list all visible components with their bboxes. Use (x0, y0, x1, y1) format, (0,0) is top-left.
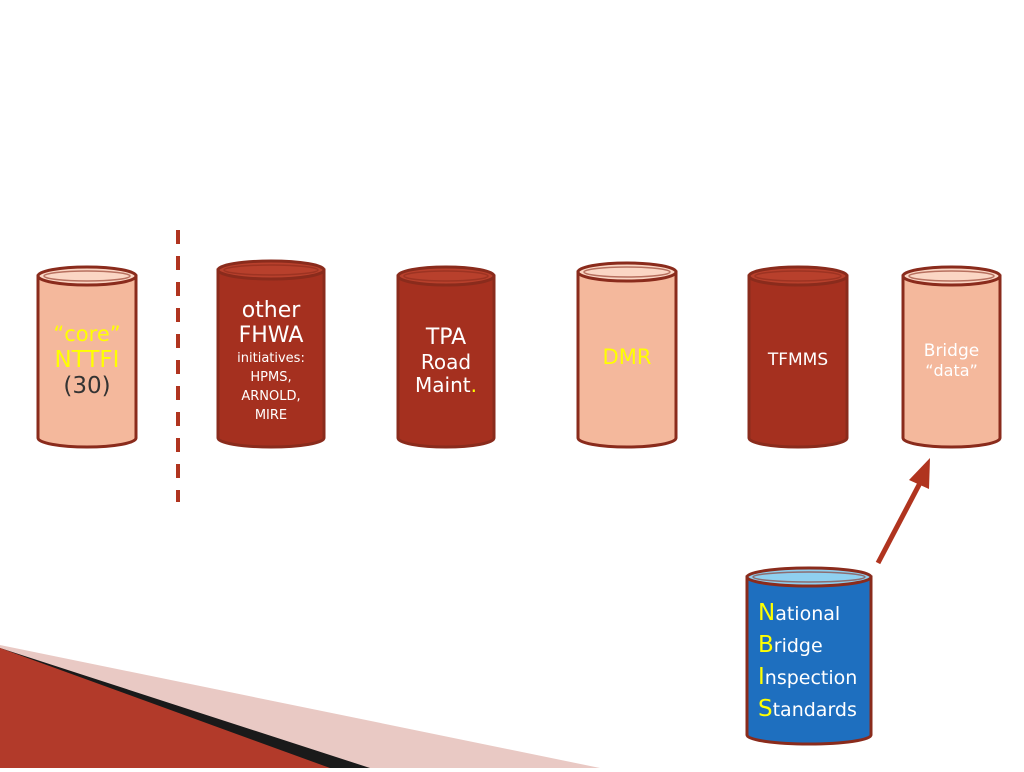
cylinder-label-line: FHWA (218, 323, 324, 348)
label-text: “core” (53, 322, 121, 347)
nbis-line: Inspection (758, 662, 868, 694)
cylinder-label-line: DMR (578, 345, 676, 369)
nbis-label: National Bridge Inspection Standards (758, 598, 868, 726)
nbis-line: Bridge (758, 630, 868, 662)
nbis-cap: I (758, 664, 765, 690)
nbis-rest: ridge (773, 635, 823, 657)
cylinder-label-core: “core”NTTFI(30) (38, 322, 136, 399)
nbis-line: Standards (758, 694, 868, 726)
label-text: Bridge (923, 341, 980, 362)
nbis-rest: nspection (764, 667, 858, 689)
cylinder-other-fhwa (216, 259, 326, 449)
cylinder-label-line: TFMMS (749, 350, 847, 371)
label-text: MIRE (254, 408, 288, 424)
cylinder-dmr-body (576, 270, 678, 449)
label-text: TFMMS (767, 350, 829, 371)
cylinder-bridge-top-rim (908, 270, 995, 282)
cylinder-nbis-top-rim (752, 571, 866, 583)
cylinder-core-top-rim (43, 270, 131, 282)
cylinder-nbis-top (745, 566, 873, 588)
cylinder-bridge-top (901, 265, 1002, 287)
label-suffix: . (470, 372, 477, 397)
corner-swoosh-black (0, 648, 370, 768)
label-text: (30) (63, 373, 111, 400)
cylinder-label-bridge: Bridge“data” (903, 341, 1000, 380)
cylinder-layer (36, 259, 1002, 746)
nbis-cap: N (758, 600, 776, 626)
label-text: other (241, 297, 301, 323)
cylinder-core (36, 265, 138, 449)
cylinder-label-line: NTTFI (38, 347, 136, 373)
cylinder-label-line: ARNOLD, (218, 386, 324, 405)
cylinder-tpa-top-rim (403, 270, 489, 282)
corner-swoosh-red (0, 648, 330, 768)
cylinder-nbis-body (745, 575, 873, 746)
label-text: initiatives: (237, 351, 305, 367)
cylinder-core-top (36, 265, 138, 287)
label-text: FHWA (238, 323, 304, 349)
cylinder-dmr-top (576, 261, 678, 283)
cylinder-label-line: initiatives: (218, 348, 324, 367)
cylinder-label-line: “data” (903, 360, 1000, 380)
label-text: NTTFI (54, 346, 120, 373)
cylinder-tfmms-top (747, 265, 849, 287)
cylinder-bridge-body (901, 274, 1002, 449)
label-text: Road (420, 349, 472, 374)
cylinder-label-line: Maint. (398, 372, 494, 397)
cylinder-other-fhwa-top-rim (223, 264, 319, 276)
cylinder-label-dmr: DMR (578, 345, 676, 369)
cylinder-label-line: Road (398, 349, 494, 374)
cylinder-dmr-top-rim (583, 266, 671, 278)
nbis-rest: tandards (772, 699, 857, 721)
cylinder-label-line: HPMS, (218, 367, 324, 386)
cylinder-tfmms-top-rim (754, 270, 842, 282)
cylinder-label-line: other (218, 298, 324, 323)
label-text: HPMS, (250, 370, 292, 386)
cylinder-label-line: Bridge (903, 341, 1000, 362)
cylinder-label-line: “core” (38, 322, 136, 346)
cylinder-bridge (901, 265, 1002, 449)
label-text: Maint (415, 372, 471, 397)
label-text: “data” (925, 360, 978, 380)
cylinder-core-body (36, 274, 138, 449)
cylinder-other-fhwa-top (216, 259, 326, 281)
cylinder-other-fhwa-body (216, 268, 326, 449)
cylinder-label-line: TPA (398, 325, 494, 350)
arrow-head (909, 458, 930, 489)
arrow-shaft (875, 481, 923, 565)
cylinder-tfmms-body (747, 274, 849, 449)
cylinder-tpa-body (396, 274, 496, 449)
cylinder-label-tfmms: TFMMS (749, 350, 847, 371)
cylinder-nbis (745, 566, 873, 746)
nbis-cap: S (758, 696, 773, 722)
nbis-line: National (758, 598, 868, 630)
cylinder-tfmms (747, 265, 849, 449)
cylinder-tpa-top (396, 265, 496, 287)
label-text: DMR (602, 344, 652, 369)
cylinder-label-line: (30) (38, 373, 136, 399)
cylinder-tpa (396, 265, 496, 449)
cylinder-label-line: MIRE (218, 405, 324, 424)
nbis-rest: ational (775, 603, 841, 625)
label-text: ARNOLD, (241, 389, 301, 405)
label-text: TPA (425, 325, 467, 351)
cylinder-dmr (576, 261, 678, 449)
nbis-cap: B (758, 632, 774, 658)
